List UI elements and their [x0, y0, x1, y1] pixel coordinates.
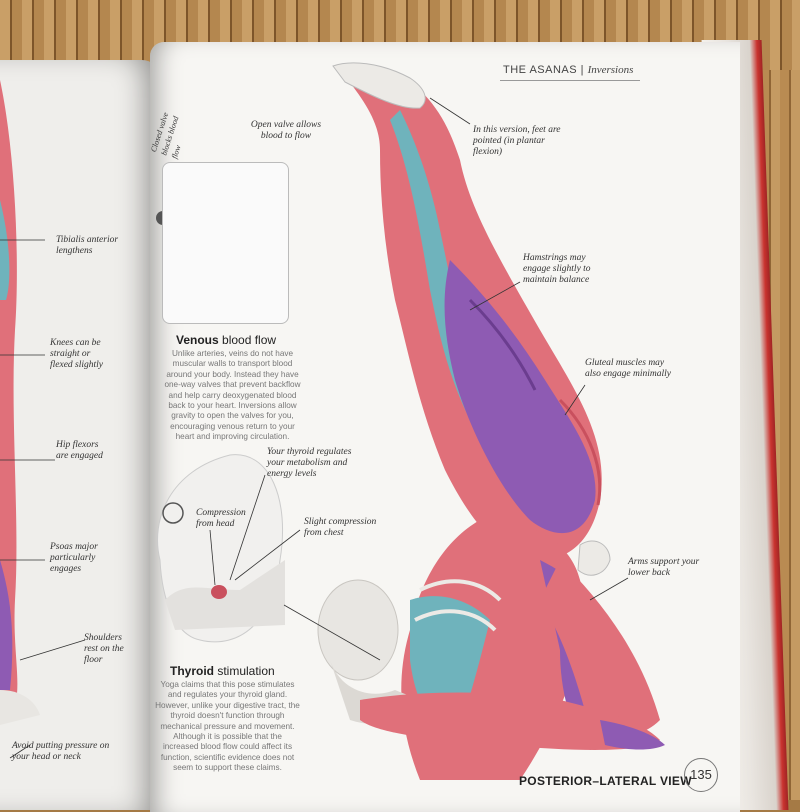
label-feet: In this version, feet are pointed (in pl…: [473, 125, 561, 157]
thyroid-title-rest: stimulation: [214, 664, 275, 678]
label-compression-head: Compression from head: [196, 508, 246, 529]
label-hamstrings: Hamstrings may engage slightly to mainta…: [523, 253, 591, 285]
label-psoas: Psoas major particularly engages: [50, 542, 98, 574]
venous-title-bold: Venous: [176, 333, 219, 347]
running-header: THE ASANAS | Inversions: [503, 64, 633, 76]
label-gluteal: Gluteal muscles may also engage minimall…: [585, 358, 672, 379]
thyroid-title-bold: Thyroid: [170, 664, 214, 678]
thyroid-title: Thyroid stimulation: [170, 664, 275, 678]
left-figure: [0, 80, 40, 725]
label-knees: Knees can be straight or flexed slightly: [50, 338, 104, 370]
leader-lines: [0, 97, 629, 759]
thyroid-text: Yoga claims that this pose stimulates an…: [155, 680, 300, 773]
label-compression-chest: Slight compression from chest: [304, 517, 377, 538]
header-separator: |: [580, 64, 584, 76]
thyroid-inset: [157, 454, 285, 643]
label-shoulders: Shoulders rest on the floor: [84, 633, 124, 665]
label-open-valve: Open valve allows blood to flow: [250, 120, 322, 141]
main-figure: [317, 62, 665, 780]
header-section: THE ASANAS: [503, 64, 578, 76]
label-thyroid-regulates: Your thyroid regulates your metabolism a…: [267, 447, 352, 479]
venous-title: Venous blood flow: [176, 333, 276, 347]
view-label: POSTERIOR–LATERAL VIEW: [519, 774, 692, 788]
label-arms: Arms support your lower back: [628, 557, 700, 578]
label-hip: Hip flexors are engaged: [56, 440, 103, 461]
header-subsection: Inversions: [587, 64, 634, 76]
venous-inset-frame: [162, 162, 289, 324]
venous-text: Unlike arteries, veins do not have muscu…: [164, 349, 301, 442]
label-avoid: Avoid putting pressure on your head or n…: [12, 741, 110, 762]
header-rule: [500, 80, 640, 81]
venous-title-rest: blood flow: [218, 333, 277, 347]
left-page: [0, 60, 160, 810]
label-tibialis: Tibialis anterior lengthens: [56, 235, 119, 256]
page-number: 135: [684, 758, 718, 792]
